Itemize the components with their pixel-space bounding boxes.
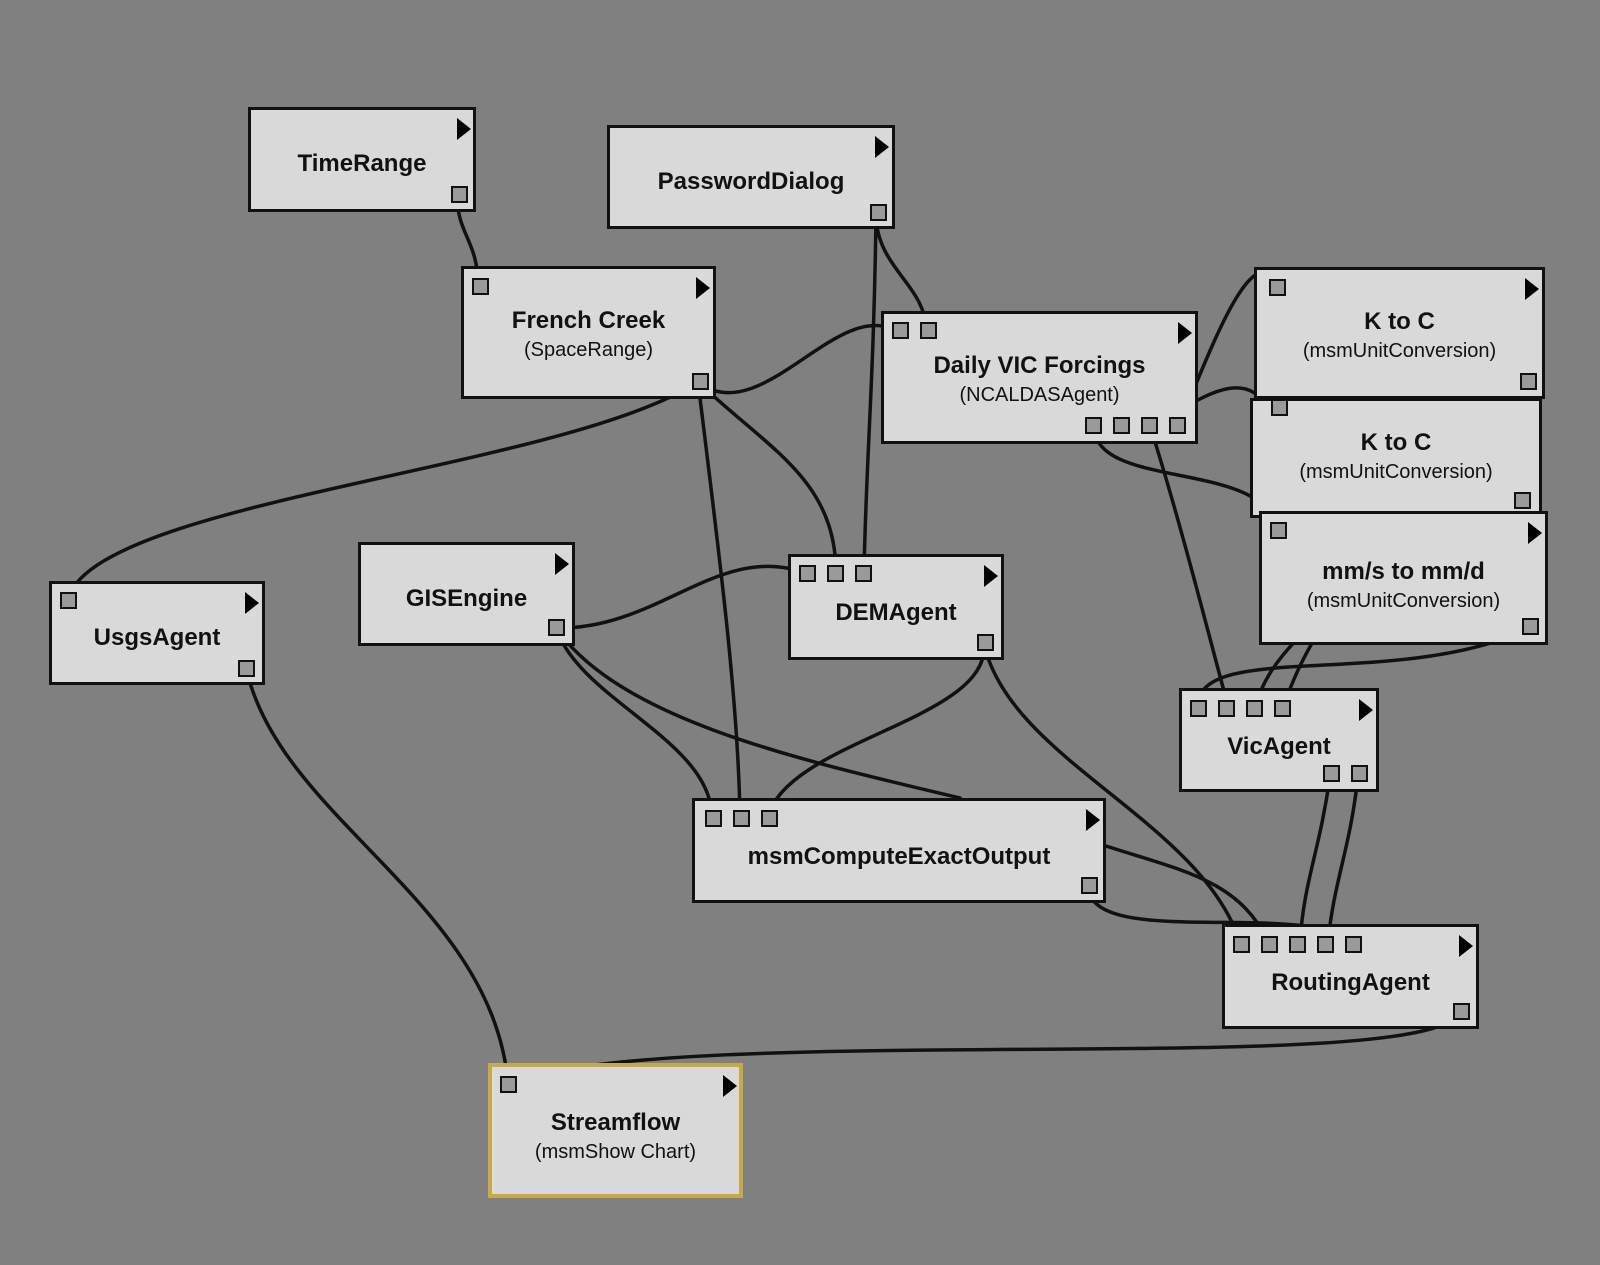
wire [244, 666, 510, 1084]
node-ktoc-1[interactable]: K to C (msmUnitConversion) [1254, 267, 1545, 399]
input-port[interactable] [733, 810, 750, 827]
input-port[interactable] [827, 565, 844, 582]
input-port[interactable] [472, 278, 489, 295]
wire [1326, 774, 1360, 944]
node-title: mm/s to mm/d [1322, 558, 1485, 585]
output-port[interactable] [1351, 765, 1368, 782]
output-port[interactable] [548, 619, 565, 636]
node-mmstomm[interactable]: mm/s to mm/d (msmUnitConversion) [1259, 511, 1548, 645]
output-port[interactable] [238, 660, 255, 677]
node-gisengine[interactable]: GISEngine [358, 542, 575, 646]
input-port[interactable] [920, 322, 937, 339]
output-port[interactable] [1169, 417, 1186, 434]
node-streamflow[interactable]: Streamflow (msmShow Chart) [488, 1063, 743, 1198]
node-title: K to C [1360, 429, 1432, 456]
node-subtitle: (msmUnitConversion) [1299, 461, 1493, 483]
node-title: UsgsAgent [93, 624, 221, 651]
node-title: Streamflow [550, 1109, 681, 1136]
run-arrow-icon[interactable] [457, 118, 471, 140]
run-arrow-icon[interactable] [1359, 699, 1373, 721]
output-port[interactable] [1514, 492, 1531, 509]
run-arrow-icon[interactable] [696, 277, 710, 299]
run-arrow-icon[interactable] [555, 553, 569, 575]
input-port[interactable] [1270, 522, 1287, 539]
input-port[interactable] [1269, 279, 1286, 296]
node-timerange[interactable]: TimeRange [248, 107, 476, 212]
node-dailyvic[interactable]: Daily VIC Forcings (NCALDASAgent) [881, 311, 1198, 444]
output-port[interactable] [1453, 1003, 1470, 1020]
node-subtitle: (SpaceRange) [524, 339, 653, 361]
node-passworddialog[interactable]: PasswordDialog [607, 125, 895, 229]
node-frenchcreek[interactable]: French Creek (SpaceRange) [461, 266, 716, 399]
node-msmcompute[interactable]: msmComputeExactOutput [692, 798, 1106, 903]
node-vicagent[interactable]: VicAgent [1179, 688, 1379, 792]
input-port[interactable] [60, 592, 77, 609]
wire [554, 564, 810, 630]
input-port[interactable] [1233, 936, 1250, 953]
node-title: RoutingAgent [1271, 969, 1430, 996]
input-port[interactable] [1271, 399, 1288, 416]
run-arrow-icon[interactable] [875, 136, 889, 158]
input-port[interactable] [500, 1076, 517, 1093]
output-port[interactable] [1081, 877, 1098, 894]
output-port[interactable] [692, 373, 709, 390]
run-arrow-icon[interactable] [1459, 935, 1473, 957]
output-port[interactable] [1323, 765, 1340, 782]
node-usgsagent[interactable]: UsgsAgent [49, 581, 265, 685]
wire [696, 380, 742, 818]
node-title: GISEngine [405, 585, 528, 612]
output-port[interactable] [451, 186, 468, 203]
input-port[interactable] [705, 810, 722, 827]
node-ktoc-2[interactable]: K to C (msmUnitConversion) [1250, 398, 1542, 518]
run-arrow-icon[interactable] [1528, 522, 1542, 544]
node-subtitle: (msmUnitConversion) [1302, 340, 1497, 362]
wire [1148, 424, 1230, 708]
input-port[interactable] [1345, 936, 1362, 953]
wire [1298, 774, 1332, 944]
input-port[interactable] [1289, 936, 1306, 953]
node-title: French Creek [511, 307, 666, 334]
run-arrow-icon[interactable] [1178, 322, 1192, 344]
node-title: VicAgent [1227, 733, 1331, 760]
node-subtitle: (msmUnitConversion) [1306, 590, 1501, 612]
input-port[interactable] [1261, 936, 1278, 953]
node-title: TimeRange [297, 150, 427, 177]
output-port[interactable] [1085, 417, 1102, 434]
output-port[interactable] [1522, 618, 1539, 635]
output-port[interactable] [977, 634, 994, 651]
node-subtitle: (NCALDASAgent) [959, 384, 1120, 406]
wire [862, 212, 878, 576]
input-port[interactable] [1246, 700, 1263, 717]
run-arrow-icon[interactable] [245, 592, 259, 614]
output-port[interactable] [1113, 417, 1130, 434]
input-port[interactable] [1218, 700, 1235, 717]
node-routingagent[interactable]: RoutingAgent [1222, 924, 1479, 1029]
output-port[interactable] [870, 204, 887, 221]
run-arrow-icon[interactable] [723, 1075, 737, 1097]
node-subtitle: (msmShow Chart) [534, 1141, 697, 1163]
input-port[interactable] [1190, 700, 1207, 717]
node-title: Daily VIC Forcings [933, 352, 1146, 379]
run-arrow-icon[interactable] [1525, 278, 1539, 300]
input-port[interactable] [1317, 936, 1334, 953]
wire [766, 642, 986, 818]
wire [696, 380, 838, 576]
node-demagent[interactable]: DEMAgent [788, 554, 1004, 660]
input-port[interactable] [892, 322, 909, 339]
input-port[interactable] [761, 810, 778, 827]
output-port[interactable] [1141, 417, 1158, 434]
wire [696, 323, 896, 395]
input-port[interactable] [1274, 700, 1291, 717]
run-arrow-icon[interactable] [984, 565, 998, 587]
node-title: K to C [1364, 308, 1435, 335]
node-title: DEMAgent [835, 599, 957, 626]
run-arrow-icon[interactable] [1086, 809, 1100, 831]
node-title: PasswordDialog [657, 168, 845, 195]
node-title: msmComputeExactOutput [747, 843, 1051, 870]
wire [554, 626, 714, 818]
input-port[interactable] [855, 565, 872, 582]
output-port[interactable] [1520, 373, 1537, 390]
input-port[interactable] [799, 565, 816, 582]
